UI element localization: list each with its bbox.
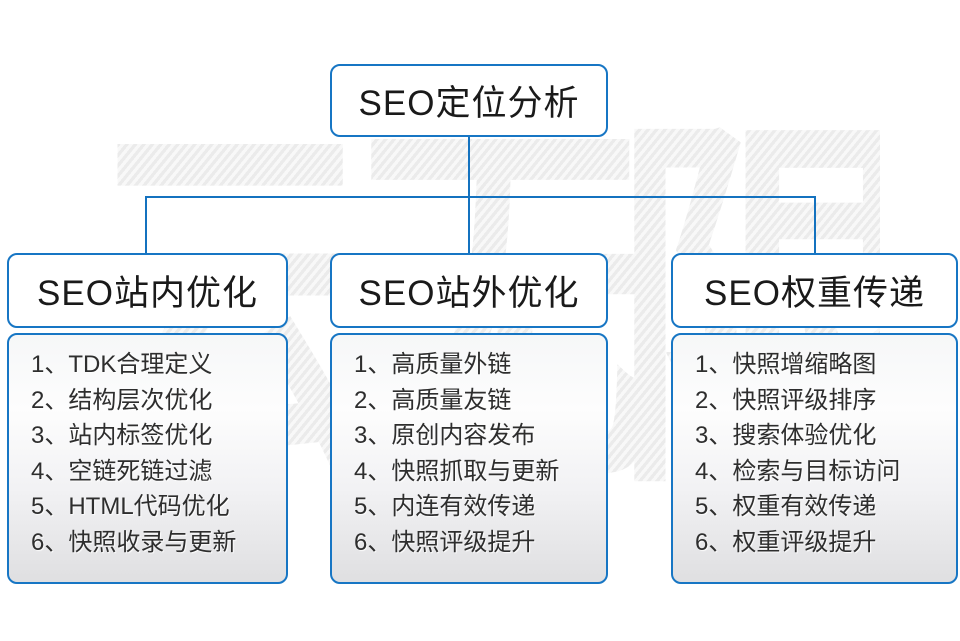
list-item: 4、快照抓取与更新 <box>354 457 560 485</box>
list-item: 3、搜索体验优化 <box>695 422 877 450</box>
list-item: 6、快照评级提升 <box>354 528 536 556</box>
column-offsite-optimization: SEO站外优化 1、高质量外链 2、高质量友链 3、原创内容发布 4、快照抓取与… <box>330 253 608 584</box>
column-list: 1、TDK合理定义 2、结构层次优化 3、站内标签优化 4、空链死链过滤 5、H… <box>7 333 288 584</box>
connector-right-vertical <box>814 196 816 254</box>
list-item: 5、权重有效传递 <box>695 493 877 521</box>
column-header: SEO站外优化 <box>330 253 608 328</box>
connector-root-vertical <box>468 135 470 198</box>
connector-left-vertical <box>145 196 147 254</box>
column-header-title: SEO站内优化 <box>37 274 258 313</box>
list-item: 4、空链死链过滤 <box>31 457 213 485</box>
column-header-title: SEO站外优化 <box>358 274 580 313</box>
list-item: 4、检索与目标访问 <box>695 457 901 485</box>
column-header: SEO站内优化 <box>7 253 288 328</box>
list-item: 2、结构层次优化 <box>31 386 213 414</box>
list-item: 6、权重评级提升 <box>695 528 877 556</box>
list-item: 2、快照评级排序 <box>695 386 877 414</box>
connector-horizontal <box>145 196 816 198</box>
column-list: 1、快照增缩略图 2、快照评级排序 3、搜索体验优化 4、检索与目标访问 5、权… <box>671 333 958 584</box>
list-item: 1、高质量外链 <box>354 351 512 378</box>
column-weight-transfer: SEO权重传递 1、快照增缩略图 2、快照评级排序 3、搜索体验优化 4、检索与… <box>671 253 958 584</box>
column-onsite-optimization: SEO站内优化 1、TDK合理定义 2、结构层次优化 3、站内标签优化 4、空链… <box>7 253 288 584</box>
list-item: 1、快照增缩略图 <box>695 351 877 378</box>
column-list: 1、高质量外链 2、高质量友链 3、原创内容发布 4、快照抓取与更新 5、内连有… <box>330 333 608 584</box>
connector-center-vertical <box>468 196 470 254</box>
root-node: SEO定位分析 <box>330 64 608 137</box>
column-header-title: SEO权重传递 <box>704 274 925 313</box>
list-item: 2、高质量友链 <box>354 386 512 414</box>
column-header: SEO权重传递 <box>671 253 958 328</box>
list-item: 3、站内标签优化 <box>31 422 213 450</box>
list-item: 3、原创内容发布 <box>354 422 536 450</box>
list-item: 5、内连有效传递 <box>354 493 536 521</box>
list-item: 5、HTML代码优化 <box>31 493 230 521</box>
list-item: 1、TDK合理定义 <box>31 351 213 378</box>
root-node-title: SEO定位分析 <box>358 84 580 123</box>
list-item: 6、快照收录与更新 <box>31 528 237 556</box>
